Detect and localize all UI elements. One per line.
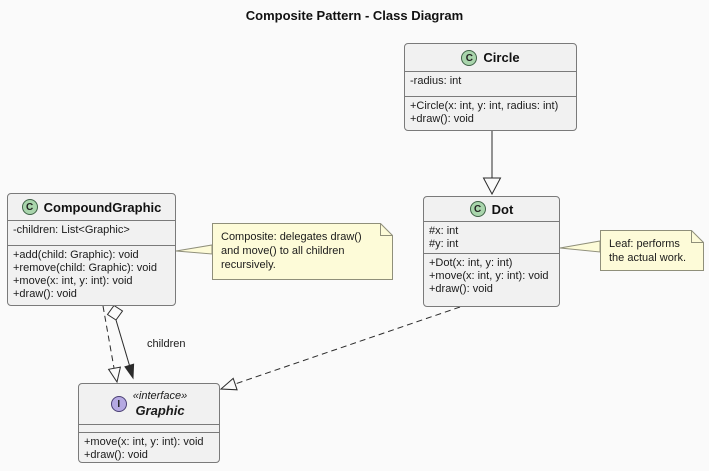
method: +move(x: int, y: int): void bbox=[13, 275, 133, 287]
interface-graphic-header: I «interface» Graphic bbox=[79, 384, 219, 425]
attribute: #y: int bbox=[429, 238, 459, 250]
method: +move(x: int, y: int): void bbox=[84, 436, 204, 448]
class-name: Dot bbox=[491, 201, 514, 217]
class-name: Graphic bbox=[135, 402, 185, 418]
method: +draw(): void bbox=[410, 113, 474, 125]
attribute: -radius: int bbox=[410, 75, 462, 87]
note-text: Leaf: performs the actual work. bbox=[609, 237, 686, 265]
class-icon: C bbox=[469, 201, 486, 217]
aggregation-compoundgraphic-children-to-graphic bbox=[106, 304, 135, 380]
note-line: Composite: delegates draw() bbox=[221, 231, 362, 243]
realization-compoundgraphic-to-graphic bbox=[102, 305, 122, 384]
method: +add(child: Graphic): void bbox=[13, 249, 139, 261]
note-leaf: Leaf: performs the actual work. bbox=[600, 230, 704, 271]
note-line: recursively. bbox=[221, 259, 276, 271]
class-compoundgraphic: C CompoundGraphic -children: List<Graphi… bbox=[7, 193, 176, 306]
class-name: CompoundGraphic bbox=[43, 199, 162, 215]
note-composite: Composite: delegates draw() and move() t… bbox=[212, 223, 393, 280]
generalization-circle-to-dot bbox=[482, 131, 502, 196]
method: +draw(): void bbox=[13, 288, 77, 300]
method: +move(x: int, y: int): void bbox=[429, 270, 549, 282]
note-line: the actual work. bbox=[609, 252, 687, 264]
method: +draw(): void bbox=[84, 449, 148, 461]
note-shape bbox=[600, 230, 704, 271]
attribute: #x: int bbox=[429, 225, 459, 237]
method: +Circle(x: int, y: int, radius: int) bbox=[410, 100, 559, 112]
class-circle-attributes: -radius: int bbox=[405, 72, 576, 97]
interface-graphic-methods: +move(x: int, y: int): void +draw(): voi… bbox=[79, 433, 219, 462]
interface-graphic: I «interface» Graphic +move(x: int, y: i… bbox=[78, 383, 220, 463]
class-compoundgraphic-methods: +add(child: Graphic): void +remove(child… bbox=[8, 246, 175, 301]
stereotype-label: «interface» bbox=[132, 389, 188, 402]
note-text: Composite: delegates draw() and move() t… bbox=[221, 230, 362, 272]
realization-dot-to-graphic bbox=[219, 306, 461, 391]
class-dot: C Dot #x: int #y: int +Dot(x: int, y: in… bbox=[423, 196, 560, 307]
note-line: and move() to all children bbox=[221, 245, 345, 257]
class-dot-header: C Dot bbox=[424, 197, 559, 222]
method: +remove(child: Graphic): void bbox=[13, 262, 157, 274]
class-compoundgraphic-header: C CompoundGraphic bbox=[8, 194, 175, 221]
interface-graphic-attributes bbox=[79, 425, 219, 433]
note-anchor-leaf bbox=[559, 240, 601, 253]
class-icon: C bbox=[21, 199, 38, 215]
method: +draw(): void bbox=[429, 283, 493, 295]
attribute: -children: List<Graphic> bbox=[13, 224, 130, 236]
association-label-children: children bbox=[147, 338, 186, 350]
class-circle-header: C Circle bbox=[405, 44, 576, 72]
note-anchor-composite bbox=[175, 244, 213, 255]
class-dot-attributes: #x: int #y: int bbox=[424, 222, 559, 254]
diagram-title: Composite Pattern - Class Diagram bbox=[245, 8, 464, 23]
interface-icon: I bbox=[110, 396, 127, 412]
note-shape bbox=[212, 223, 393, 280]
class-dot-methods: +Dot(x: int, y: int) +move(x: int, y: in… bbox=[424, 254, 559, 296]
class-circle: C Circle -radius: int +Circle(x: int, y:… bbox=[404, 43, 577, 131]
class-compoundgraphic-attributes: -children: List<Graphic> bbox=[8, 221, 175, 246]
note-line: Leaf: performs bbox=[609, 238, 680, 250]
class-circle-methods: +Circle(x: int, y: int, radius: int) +dr… bbox=[405, 97, 576, 126]
method: +Dot(x: int, y: int) bbox=[429, 257, 513, 269]
class-icon: C bbox=[461, 49, 478, 66]
class-name: Circle bbox=[483, 50, 520, 65]
